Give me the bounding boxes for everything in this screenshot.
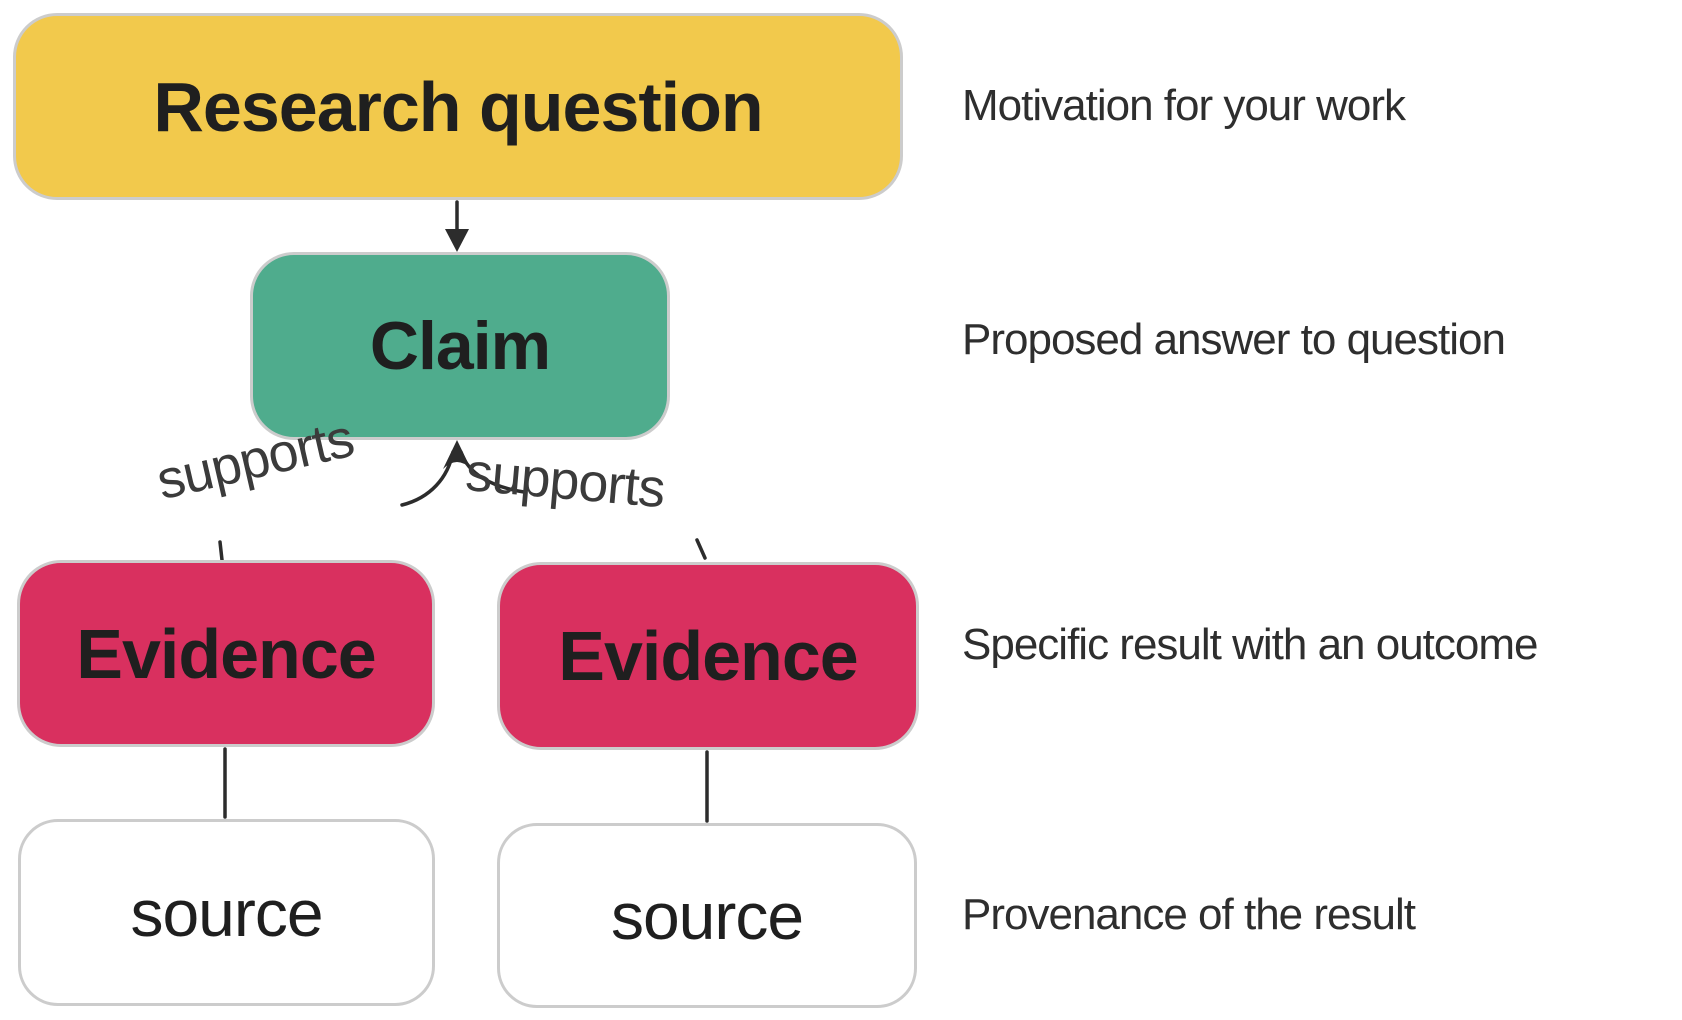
node-source-right: source [497,823,917,1008]
node-source-right-label: source [610,878,804,953]
annotation-research-question: Motivation for your work [962,81,1406,130]
node-evidence-right-label: Evidence [558,617,858,695]
node-evidence-left-label: Evidence [76,614,376,693]
node-source-left-label: source [130,875,323,950]
node-claim: Claim [250,252,670,440]
node-research-question: Research question [13,13,903,200]
annotation-source: Provenance of the result [962,890,1416,939]
edge-label-supports-right: supports [463,442,667,520]
node-research-question-label: Research question [153,67,763,146]
node-evidence-left: Evidence [17,560,435,747]
edge-supports-right-stub [695,538,707,560]
edge-label-supports-left: supports [151,407,359,512]
annotation-claim: Proposed answer to question [962,315,1506,364]
node-evidence-right: Evidence [497,562,919,750]
annotation-evidence: Specific result with an outcome [962,620,1539,669]
edge-supports-left-stub [218,540,224,562]
node-claim-label: Claim [369,308,551,384]
arrow-research-to-claim [445,200,469,252]
node-source-left: source [18,819,435,1006]
